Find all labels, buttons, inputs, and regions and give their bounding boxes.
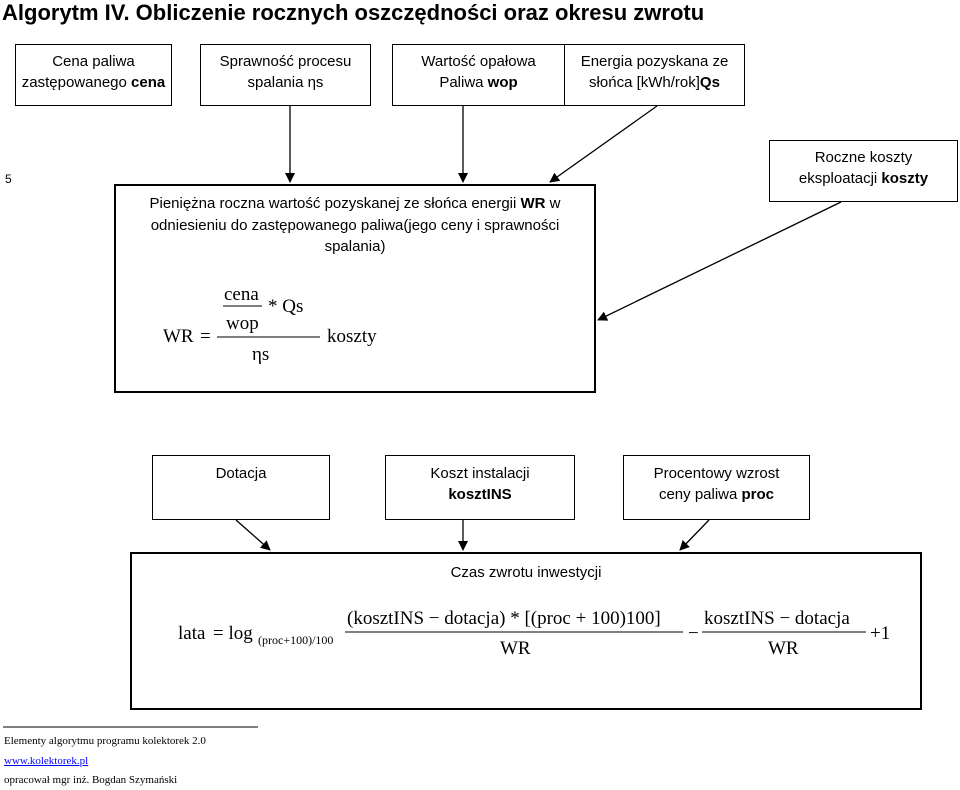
payback-box: Czas zwrotu inwestycji <box>130 552 922 710</box>
formula-wr-lhs: WR <box>163 326 194 347</box>
page-title: Algorytm IV. Obliczenie rocznych oszczęd… <box>2 0 705 25</box>
input-box-line1: Cena paliwa <box>52 53 135 70</box>
dotacja-box: Dotacja <box>152 455 330 520</box>
koszt-instalacji-box: Koszt instalacji kosztINS <box>385 455 575 520</box>
input-box-line1: Sprawność procesu <box>219 53 352 70</box>
arrow-koszty-to-wr <box>597 201 842 321</box>
input-box-line2: Paliwa wop <box>439 74 518 91</box>
costs-box-line1: Roczne koszty <box>814 149 913 166</box>
input-box-wartosc-opalowa: Wartość opałowa Paliwa wop <box>392 44 565 106</box>
wr-box-line2: odniesieniu do zastępowanego paliwa(jego… <box>150 217 560 234</box>
arrow-dotacja-to-payback <box>235 519 271 551</box>
formula-wr-wop: wop <box>226 313 259 334</box>
input-box-cena: Cena paliwa zastępowanego cena <box>15 44 172 106</box>
footer-author: opracował mgr inż. Bogdan Szymański <box>4 774 178 786</box>
input-box-line1: Wartość opałowa <box>421 53 536 70</box>
arrow-proc-to-payback <box>679 519 710 551</box>
input-box-line2: spalania ηs <box>247 74 324 91</box>
wr-box: Pieniężna roczna wartość pozyskanej ze s… <box>114 184 596 393</box>
formula-lata-num1: (kosztINS − dotacja) * [(proc + 100)100] <box>347 608 661 629</box>
formula-wr-times-qs: * Qs <box>268 296 304 317</box>
formula-wr-eq: = <box>200 326 211 347</box>
costs-box-line2: eksploatacji koszty <box>798 170 929 187</box>
input-box-line2: słońca [kWh/rok]Qs <box>589 74 720 91</box>
page-number: 5 <box>5 172 12 186</box>
formula-wr-cena: cena <box>224 284 259 305</box>
procentowy-wzrost-line2: ceny paliwa proc <box>658 486 775 503</box>
formula-lata-eq-log: = log <box>213 623 253 644</box>
footer-link[interactable]: www.kolektorek.pl <box>4 755 89 767</box>
input-box-line2: zastępowanego cena <box>21 74 166 91</box>
formula-wr-koszty: koszty <box>327 326 377 347</box>
formula-lata-lhs: lata <box>178 623 206 644</box>
payback-box-title: Czas zwrotu inwestycji <box>450 564 602 581</box>
input-box-sprawnosc: Sprawność procesu spalania ηs <box>200 44 371 106</box>
wr-box-line1: Pieniężna roczna wartość pozyskanej ze s… <box>149 195 561 212</box>
formula-wr-eta: ηs <box>252 344 270 365</box>
dotacja-box-label: Dotacja <box>215 465 267 482</box>
koszt-instalacji-line2: kosztINS <box>448 486 512 503</box>
koszt-instalacji-line1: Koszt instalacji <box>430 465 530 482</box>
costs-box: Roczne koszty eksploatacji koszty <box>769 140 958 202</box>
formula-lata-base: (proc+100)/100 <box>258 633 334 647</box>
wr-box-line3: spalania) <box>324 238 386 255</box>
formula-lata-num2: kosztINS − dotacja <box>704 608 850 629</box>
footer-program: Elementy algorytmu programu kolektorek 2… <box>4 735 206 747</box>
formula-lata-minus: − <box>688 623 699 644</box>
formula-lata-den1: WR <box>500 638 531 659</box>
formula-lata-plus-one: +1 <box>870 623 891 644</box>
procentowy-wzrost-box: Procentowy wzrost ceny paliwa proc <box>623 455 810 520</box>
procentowy-wzrost-line1: Procentowy wzrost <box>653 465 780 482</box>
input-box-energia: Energia pozyskana ze słońca [kWh/rok]Qs <box>564 44 745 106</box>
input-box-line1: Energia pozyskana ze <box>580 53 729 70</box>
arrow-energia-to-wr <box>549 105 658 183</box>
formula-lata-den2: WR <box>768 638 799 659</box>
